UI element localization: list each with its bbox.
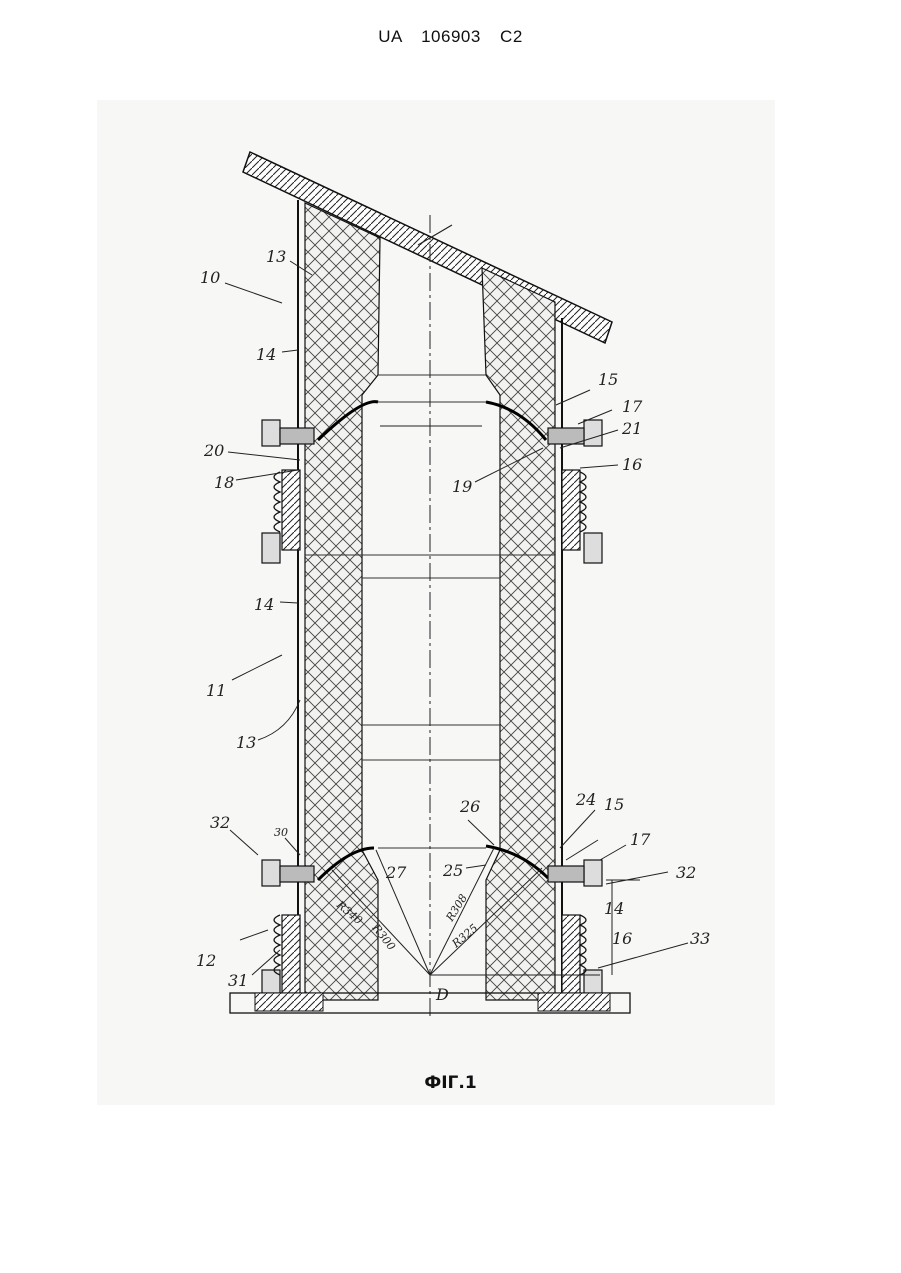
label-24: 24 (575, 790, 596, 809)
label-16-top: 16 (622, 455, 642, 474)
label-14-mid: 14 (254, 595, 274, 614)
label-31: 31 (228, 971, 248, 990)
figure-caption: ФІГ.1 (0, 1073, 901, 1093)
label-25: 25 (442, 861, 463, 880)
label-14-bottom: 14 (604, 899, 624, 918)
label-26: 26 (459, 797, 480, 816)
label-D: D (435, 985, 449, 1004)
label-13-mid: 13 (236, 733, 256, 752)
label-12: 12 (196, 951, 216, 970)
label-18: 18 (214, 473, 234, 492)
label-16-bottom: 16 (612, 929, 632, 948)
lining-left (305, 203, 380, 1000)
label-15-bottom: 15 (604, 795, 624, 814)
label-15-top: 15 (598, 370, 618, 389)
label-27: 27 (385, 863, 407, 882)
label-17-top: 17 (622, 397, 643, 416)
label-32-right: 32 (676, 863, 696, 882)
label-13-top: 13 (266, 247, 286, 266)
label-R325: R325 (449, 922, 481, 951)
label-10: 10 (200, 268, 220, 287)
upper-right-flange-assembly (548, 420, 602, 563)
label-11: 11 (206, 681, 226, 700)
label-17-bottom: 17 (630, 830, 651, 849)
lower-right-flange-assembly (548, 860, 602, 996)
label-R308: R308 (443, 892, 470, 925)
label-20: 20 (203, 441, 224, 460)
label-32-left: 32 (210, 813, 230, 832)
label-14-top: 14 (256, 345, 276, 364)
label-33: 33 (690, 929, 710, 948)
label-21: 21 (621, 419, 642, 438)
label-30: 30 (274, 826, 288, 839)
label-19: 19 (452, 477, 472, 496)
